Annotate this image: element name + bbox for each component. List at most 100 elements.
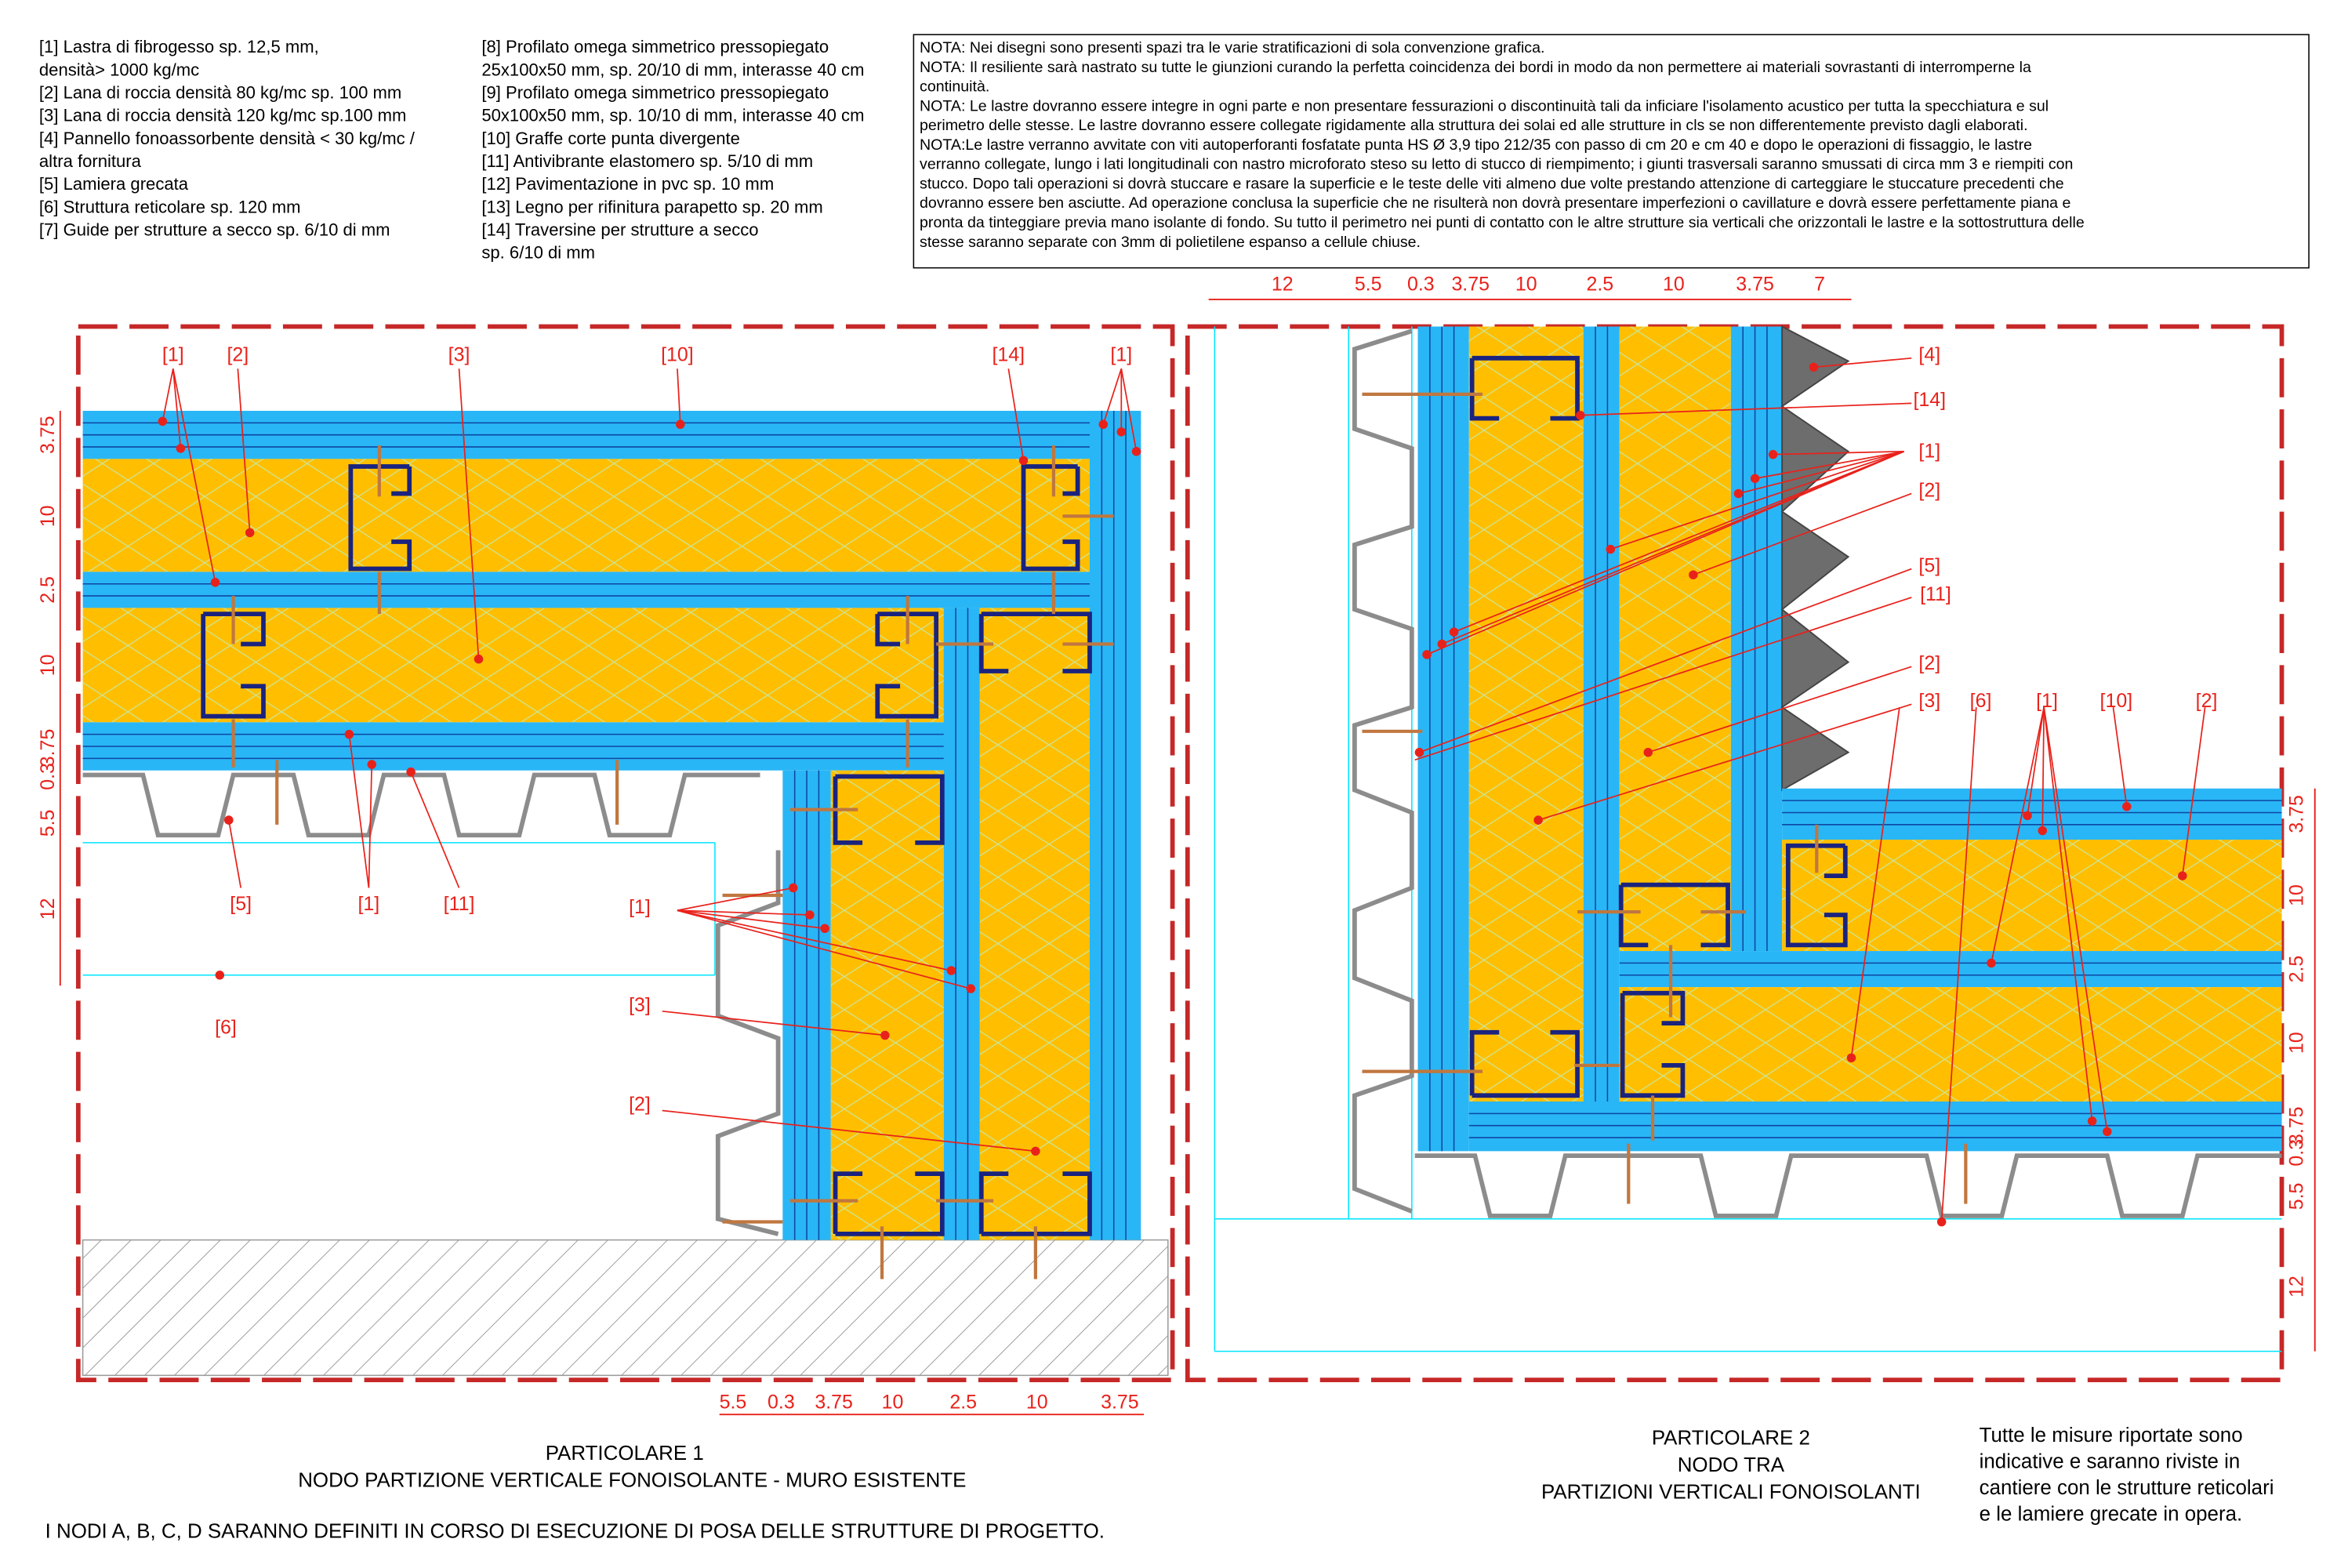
legend-item: [1] Lastra di fibrogesso sp. 12,5 mm, [39, 37, 319, 56]
right-note-line: e le lamiere grecate in opera. [1980, 1504, 2243, 1526]
note-line: stesse saranno separate con 3mm di polie… [920, 234, 1421, 251]
notes-text: NOTA: Nei disegni sono presenti spazi tr… [920, 39, 2085, 251]
p1-leader-dots [158, 416, 1141, 1156]
callout-label: [1] [1918, 440, 1940, 462]
dimension-value: 0.3 [37, 763, 59, 790]
callout-label: [2] [1918, 479, 1940, 501]
p2-sound-absorbing-panel [1780, 325, 1850, 792]
p2-title-line1: PARTICOLARE 2 [1652, 1428, 1810, 1450]
legend-item: altra fornitura [39, 151, 142, 171]
dimension-value: 10 [37, 505, 59, 527]
p2-vertical-partition [1417, 326, 1783, 1152]
callout-label: [6] [215, 1017, 237, 1039]
p2-leader-dots [1414, 362, 2187, 1227]
p1-wall-deck [715, 850, 781, 1236]
note-line: dovranno essere ben asciutte. Ad operazi… [920, 194, 2070, 212]
legend-item: [5] Lamiera grecata [39, 174, 189, 194]
p2-wall-deck [1352, 328, 1414, 1214]
dimension-value: 0.3 [768, 1392, 795, 1414]
dimension-value: 3.75 [37, 729, 59, 768]
callout-label: [10] [2100, 690, 2133, 712]
dimension-value: 12 [2285, 1276, 2307, 1298]
p1-steel-deck [82, 772, 760, 838]
callout-label: [3] [448, 344, 470, 366]
dimension-value: 7 [1814, 273, 1825, 295]
p1-callout-labels: [1][2][3][10][14][1][5][1][11][6][1][3][… [162, 344, 1132, 1116]
dimension-value: 3.75 [2285, 1106, 2307, 1145]
dimension-value: 3.75 [1736, 273, 1774, 295]
legend-item: [3] Lana di roccia densità 120 kg/mc sp.… [39, 106, 407, 125]
right-note-line: indicative e saranno riviste in [1980, 1450, 2241, 1472]
dimension-value: 10 [1515, 273, 1537, 295]
legend-mid: [8] Profilato omega simmetrico pressopie… [481, 37, 864, 263]
callout-label: [11] [444, 893, 475, 915]
p1-leader-lines [161, 368, 1138, 1152]
notes-box [913, 34, 2310, 269]
note-line: NOTA: Nei disegni sono presenti spazi tr… [920, 39, 1544, 56]
frame-particolare-1 [75, 324, 1175, 1382]
legend-item: [2] Lana di roccia densità 80 kg/mc sp. … [39, 83, 401, 103]
note-line: NOTA: Le lastre dovranno essere integre … [920, 97, 2049, 114]
dimension-value: 5.5 [1355, 273, 1382, 295]
callout-label: [1] [629, 896, 651, 918]
footer-note: I NODI A, B, C, D SARANNO DEFINITI IN CO… [45, 1521, 1105, 1543]
existing-wall [82, 1239, 1169, 1377]
p1-steel-profiles [201, 464, 1092, 1236]
callout-label: [5] [230, 893, 252, 915]
legend-item: 25x100x50 mm, sp. 20/10 di mm, interasse… [481, 60, 864, 79]
legend-item: sp. 6/10 di mm [481, 243, 595, 263]
p1-title-line2: NODO PARTIZIONE VERTICALE FONOISOLANTE -… [298, 1469, 966, 1491]
p2-horizontal-partition [1468, 788, 2282, 1152]
dimension-value: 10 [2285, 1032, 2307, 1054]
callout-label: [3] [1918, 690, 1940, 712]
callout-label: [2] [629, 1094, 651, 1116]
note-line: continuità. [920, 78, 989, 96]
note-line: perimetro delle stesse. Le lastre dovran… [920, 117, 2027, 134]
note-line: NOTA: Il resiliente sarà nastrato su tut… [920, 59, 2031, 76]
note-line: verranno collegate, lungo i lati longitu… [920, 156, 2073, 173]
dimension-value: 5.5 [37, 810, 59, 837]
p2-callout-labels: [4][14][1][2][5][11][2][3][6][1][10][2] [1913, 344, 2217, 712]
p2-leader-lines [1414, 357, 2206, 1222]
dimension-value: 2.5 [949, 1392, 977, 1414]
dimension-value: 12 [37, 898, 59, 920]
p1-screws [231, 445, 1114, 1279]
p2-steel-profiles [1469, 355, 1848, 1098]
legend-item: 50x100x50 mm, sp. 10/10 di mm, interasse… [481, 106, 864, 125]
legend-item: [8] Profilato omega simmetrico pressopie… [481, 37, 829, 56]
p2-screws [1362, 392, 1968, 1204]
legend-item: [4] Pannello fonoassorbente densità < 30… [39, 129, 416, 148]
callout-label: [1] [2036, 690, 2058, 712]
dimension-value: 10 [37, 654, 59, 676]
legend-item: [11] Antivibrante elastomero sp. 5/10 di… [481, 151, 813, 171]
callout-label: [14] [1913, 389, 1946, 411]
dimension-value: 2.5 [1586, 273, 1613, 295]
dimension-value: 3.75 [1451, 273, 1490, 295]
right-note-line: cantiere con le strutture reticolari [1980, 1477, 2274, 1499]
callout-label: [2] [1918, 652, 1940, 674]
dimension-value: 5.5 [720, 1392, 747, 1414]
legend-item: [12] Pavimentazione in pvc sp. 10 mm [481, 174, 774, 194]
right-note-line: Tutte le misure riportate sono [1980, 1425, 2243, 1446]
dimension-value: 0.3 [2285, 1139, 2307, 1167]
dimension-value: 3.75 [2285, 795, 2307, 833]
callout-label: [11] [1920, 583, 1951, 605]
callout-label: [14] [993, 344, 1025, 366]
callout-label: [1] [357, 893, 379, 915]
legend-item: [13] Legno per rifinitura parapetto sp. … [481, 197, 822, 216]
legend-item: densità> 1000 kg/mc [39, 60, 199, 79]
dimension-value: 10 [882, 1392, 904, 1414]
legend-item: [6] Struttura reticolare sp. 120 mm [39, 197, 301, 216]
callout-label: [1] [1110, 344, 1132, 366]
p2-title-line2: NODO TRA [1678, 1454, 1785, 1476]
dimension-value: 3.75 [815, 1392, 853, 1414]
callout-label: [6] [1970, 690, 1992, 712]
p1-vertical-partition [782, 410, 1141, 1240]
legend-item: [7] Guide per strutture a secco sp. 6/10… [39, 220, 390, 240]
p1-title-line1: PARTICOLARE 1 [546, 1443, 704, 1465]
